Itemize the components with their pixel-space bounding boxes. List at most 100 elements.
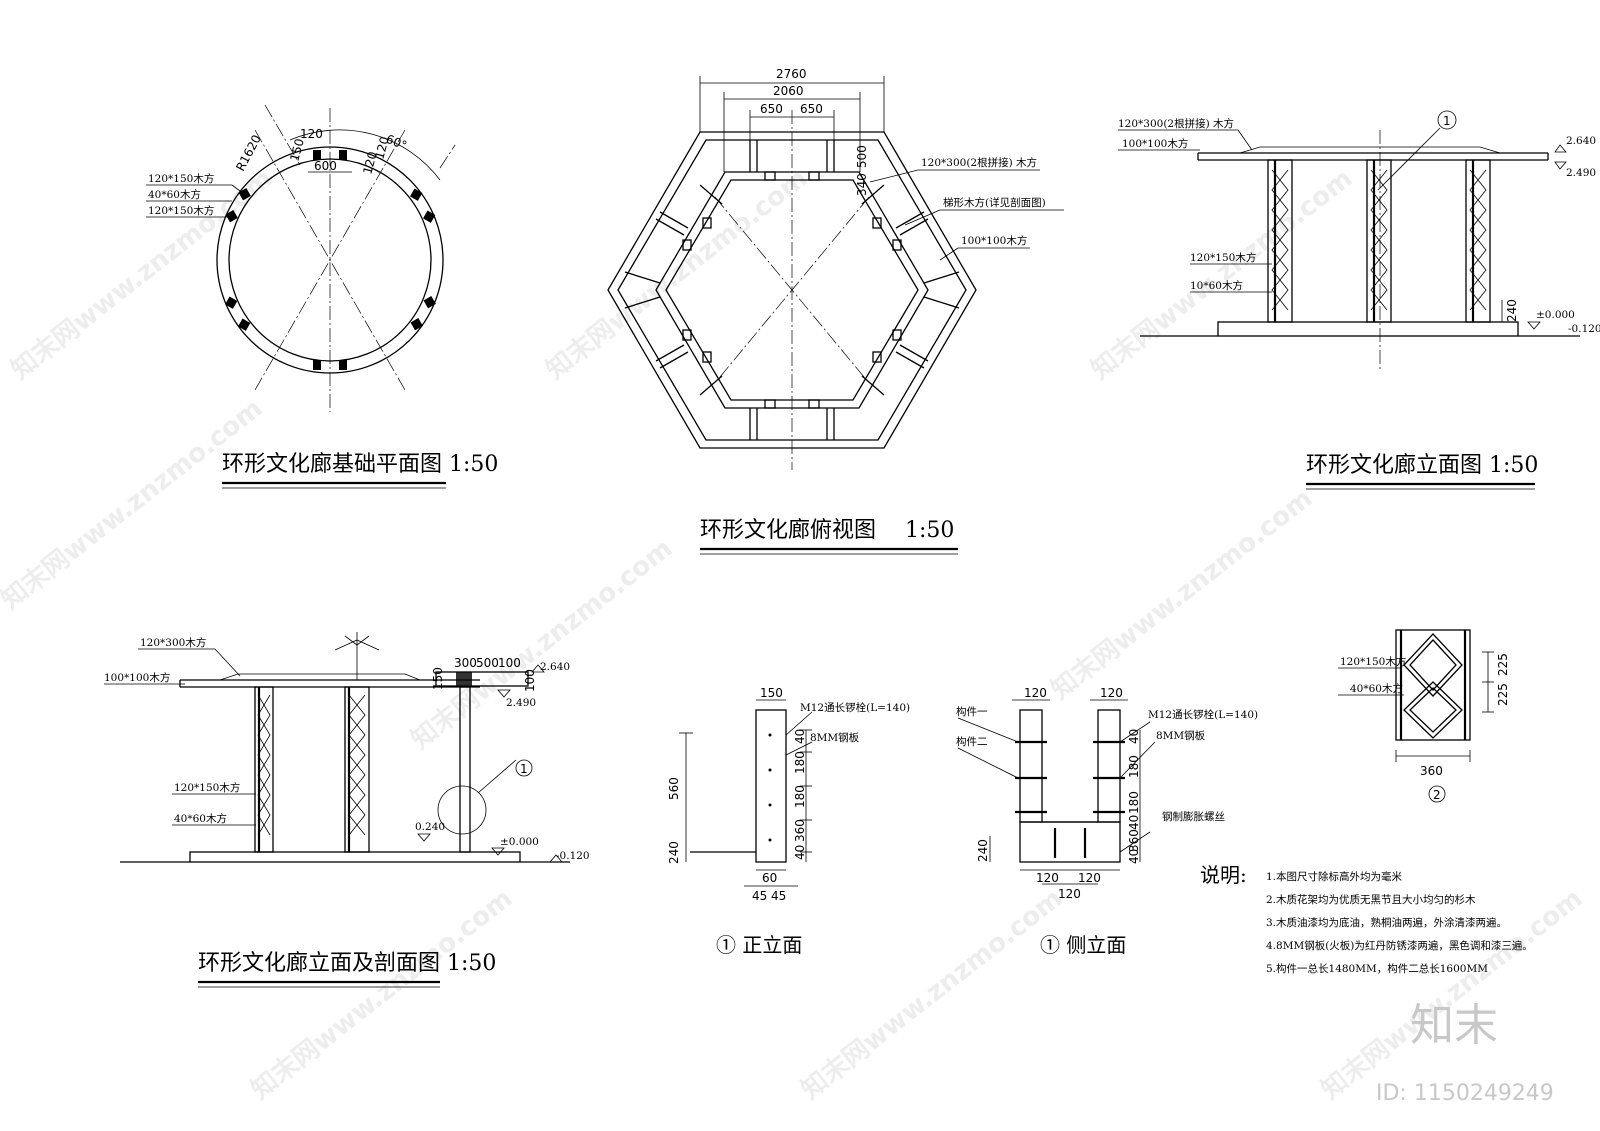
dim-40b: 40 — [1127, 815, 1141, 830]
level-neg0120: -0.120 — [1568, 323, 1600, 335]
dim-45b: 45 — [771, 889, 786, 903]
note-item: 3.木质油漆均为底油，熟桐油两遍，外涂清漆两遍。 — [1266, 916, 1507, 929]
front-elevation-detail: 150 560 240 40 180 180 360 40 60 45 45 M… — [667, 686, 910, 957]
elevation: 120*300(2根拼接) 木方 100*100木方 120*150木方 10*… — [1118, 110, 1600, 490]
dim-120-b1: 120 — [1036, 871, 1059, 885]
dim-240: 240 — [976, 839, 990, 862]
dim-45a: 45 — [752, 889, 767, 903]
dim-150: 150 — [287, 137, 306, 163]
side-elevation-detail: 120 120 240 40 180 180 40 360 40 120 120… — [956, 686, 1258, 957]
dim-arc — [289, 129, 441, 181]
dim-40c: 40 — [1127, 849, 1141, 864]
dim-120-b2: 120 — [1078, 871, 1101, 885]
hex-mid — [655, 171, 929, 409]
dim-500: 500 — [855, 145, 869, 168]
watermark-text: 知末网www.znzmo.com — [1046, 483, 1318, 705]
note-item: 2.木质花架均为优质无黑节且大小均匀的杉木 — [1266, 893, 1476, 906]
dim-240: 240 — [667, 841, 681, 864]
callout-1: 1 — [1443, 114, 1451, 128]
dim-650-right: 650 — [800, 102, 823, 116]
note-m12-bolt: M12通长锣栓(L=140) — [800, 701, 910, 714]
title-elevation-section: 环形文化廊立面及剖面图 1:50 — [198, 951, 496, 976]
lattice-detail: 120*150木方 40*60木方 225 225 360 2 — [1338, 629, 1510, 803]
watermark-text: 知末网www.znzmo.com — [0, 393, 268, 615]
column — [1465, 159, 1491, 323]
dim-2060: 2060 — [773, 84, 804, 98]
dim-150: 150 — [760, 686, 783, 700]
note-item: 5.构件一总长1480MM，构件二总长1600MM — [1266, 962, 1488, 975]
label-wood-40x60: 40*60木方 — [148, 188, 201, 201]
dim-225b: 225 — [1496, 683, 1510, 706]
elevation-section: 120*300木方 100*100木方 120*150木方 40*60木方 30… — [104, 632, 590, 988]
dim-2760: 2760 — [776, 67, 807, 81]
dim-60: 60 — [762, 871, 777, 885]
label-wood-120x150: 120*150木方 — [1190, 251, 1256, 264]
dim-650-left: 650 — [760, 102, 783, 116]
dim-300: 300 — [454, 656, 477, 670]
title-top-view: 环形文化廊俯视图 1:50 — [700, 518, 954, 543]
label-wood-100x100: 100*100木方 — [104, 671, 170, 684]
level-0000: ±0.000 — [1536, 309, 1575, 321]
level-2640: 2.640 — [1566, 135, 1596, 147]
title-front-elevation: ① 正立面 — [716, 933, 802, 957]
callout-2: 2 — [1433, 788, 1441, 802]
dim-100: 100 — [498, 656, 521, 670]
level-2490: 2.490 — [506, 697, 536, 709]
label-wood-10x60: 10*60木方 — [1190, 279, 1243, 292]
note-8mm-plate: 8MM钢板 — [1156, 729, 1206, 742]
dim-180b: 180 — [793, 785, 807, 808]
watermark-text: 知末网www.znzmo.com — [1086, 163, 1358, 385]
label-beam-120x300: 120*300(2根拼接) 木方 — [921, 156, 1037, 169]
level-2640: 2.640 — [540, 661, 570, 673]
title-elevation: 环形文化廊立面图 1:50 — [1306, 453, 1538, 478]
note-m12-bolt: M12通长锣栓(L=140) — [1148, 708, 1258, 721]
dim-120-top-right: 120 — [1100, 686, 1123, 700]
note-item: 4.8MM钢板(火板)为红丹防锈漆两遍，黑色调和漆三遍。 — [1266, 939, 1533, 952]
dim-180a: 180 — [793, 751, 807, 774]
note-expansion-bolt: 钢制膨胀螺丝 — [1162, 810, 1225, 823]
label-wood-40x60: 40*60木方 — [174, 812, 227, 825]
dim-120-top-left: 120 — [1024, 686, 1047, 700]
dim-225a: 225 — [1496, 653, 1510, 676]
foundation-plan: 600 120 150 120 120 60° R1620 120*150木方 … — [146, 104, 498, 489]
dim-360: 360 — [1420, 764, 1443, 778]
notes-heading: 说明: — [1200, 863, 1247, 887]
dim-40b: 40 — [793, 845, 807, 860]
dim-360: 360 — [793, 819, 807, 842]
dim-240: 240 — [1505, 299, 1519, 322]
watermark-text: 知末网www.znzmo.com — [246, 883, 518, 1105]
column — [1366, 159, 1392, 323]
note-component-2: 构件二 — [956, 735, 988, 748]
label-wood-120x150: 120*150木方 — [148, 172, 214, 185]
label-wood-120x150: 120*150木方 — [1340, 655, 1406, 668]
title-foundation-plan: 环形文化廊基础平面图 1:50 — [222, 452, 498, 477]
dim-120c: 120 — [372, 135, 391, 161]
level-neg0120: -0.120 — [556, 850, 590, 862]
label-wood-100x100: 100*100木方 — [961, 234, 1027, 247]
dim-40a: 40 — [793, 729, 807, 744]
label-wood-120x150b: 120*150木方 — [148, 204, 214, 217]
image-id: ID: 1150249249 — [1376, 1081, 1554, 1106]
dim-180a: 180 — [1127, 755, 1141, 778]
callout-1: 1 — [520, 762, 528, 776]
level-0240: 0.240 — [415, 821, 445, 833]
label-beam-120x300: 120*300(2根拼接) 木方 — [1118, 117, 1234, 130]
note-component-1: 构件一 — [956, 705, 988, 718]
level-0000: ±0.000 — [500, 836, 539, 848]
top-view-dims: 2760 2060 650 650 340 500 — [699, 67, 885, 196]
dim-360: 360 — [1127, 829, 1141, 852]
label-trapezoid-beam: 梯形木方(详见剖面图) — [943, 196, 1046, 209]
label-wood-40x60: 40*60木方 — [1350, 682, 1403, 695]
connector-plates — [682, 171, 902, 409]
note-item: 1.本图尺寸除标高外均为毫米 — [1266, 870, 1403, 883]
note-8mm-plate: 8MM钢板 — [810, 731, 860, 744]
dim-150: 150 — [431, 667, 445, 690]
title-side-elevation: ① 侧立面 — [1040, 933, 1126, 957]
dim-120-b3: 120 — [1058, 887, 1081, 901]
dim-500: 500 — [476, 656, 499, 670]
post-blocks — [225, 150, 436, 370]
label-wood-100x100: 100*100木方 — [1122, 137, 1188, 150]
dim-120b: 120 — [360, 150, 379, 176]
dim-40: 40 — [1127, 729, 1141, 744]
